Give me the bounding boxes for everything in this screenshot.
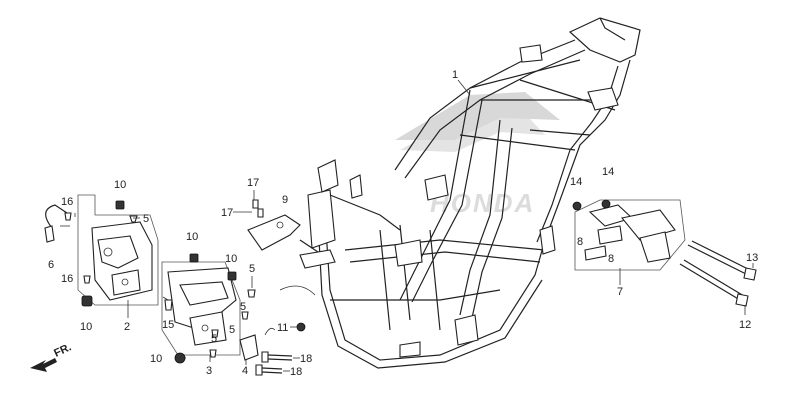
callout-5: 5 [249, 263, 255, 275]
callout-5: 5 [240, 301, 246, 313]
callout-6: 6 [48, 259, 54, 271]
callout-18: 18 [300, 353, 312, 365]
part-3-cover [161, 261, 241, 356]
front-direction-arrow: FR. [30, 341, 73, 372]
callout-7: 7 [617, 286, 623, 298]
callout-9: 9 [282, 194, 288, 206]
callout-2: 2 [124, 321, 130, 333]
callout-4: 4 [242, 365, 248, 377]
callout-labels: 1 2 3 4 5 5 5 5 5 6 7 8 8 9 10 10 10 10 … [48, 69, 758, 378]
callout-17: 17 [247, 177, 259, 189]
part-6-wire [44, 204, 71, 243]
front-direction-label: FR. [52, 341, 73, 359]
callout-15: 15 [162, 319, 174, 331]
callout-5: 5 [211, 333, 217, 345]
callout-17: 17 [221, 207, 233, 219]
part-4-hanger [239, 327, 276, 361]
callout-3: 3 [206, 365, 212, 377]
bolt-18-lower [255, 364, 283, 376]
callout-1: 1 [452, 69, 458, 81]
callout-10: 10 [150, 353, 162, 365]
bolt-18-upper [261, 351, 293, 363]
part-7-assembly [574, 199, 686, 271]
honda-watermark: HONDA [395, 92, 560, 218]
callout-10: 10 [114, 179, 126, 191]
callout-10: 10 [80, 321, 92, 333]
callout-13: 13 [746, 252, 758, 264]
callout-5: 5 [229, 324, 235, 336]
part-9-bracket [247, 214, 301, 251]
part-2-bracket [77, 194, 159, 306]
callout-16: 16 [61, 273, 73, 285]
callout-16: 16 [61, 196, 73, 208]
callout-10: 10 [225, 253, 237, 265]
callout-11: 11 [277, 322, 288, 334]
callout-14: 14 [602, 166, 614, 178]
callout-8: 8 [608, 253, 614, 265]
main-frame [279, 17, 641, 369]
rod-12 [679, 259, 749, 307]
callout-10: 10 [186, 231, 198, 243]
callout-8: 8 [577, 236, 583, 248]
rod-13 [687, 240, 757, 281]
callout-14: 14 [570, 176, 582, 188]
callout-5: 5 [143, 213, 149, 225]
leader-lines [60, 79, 754, 372]
callout-12: 12 [739, 319, 751, 331]
callout-18: 18 [290, 366, 302, 378]
